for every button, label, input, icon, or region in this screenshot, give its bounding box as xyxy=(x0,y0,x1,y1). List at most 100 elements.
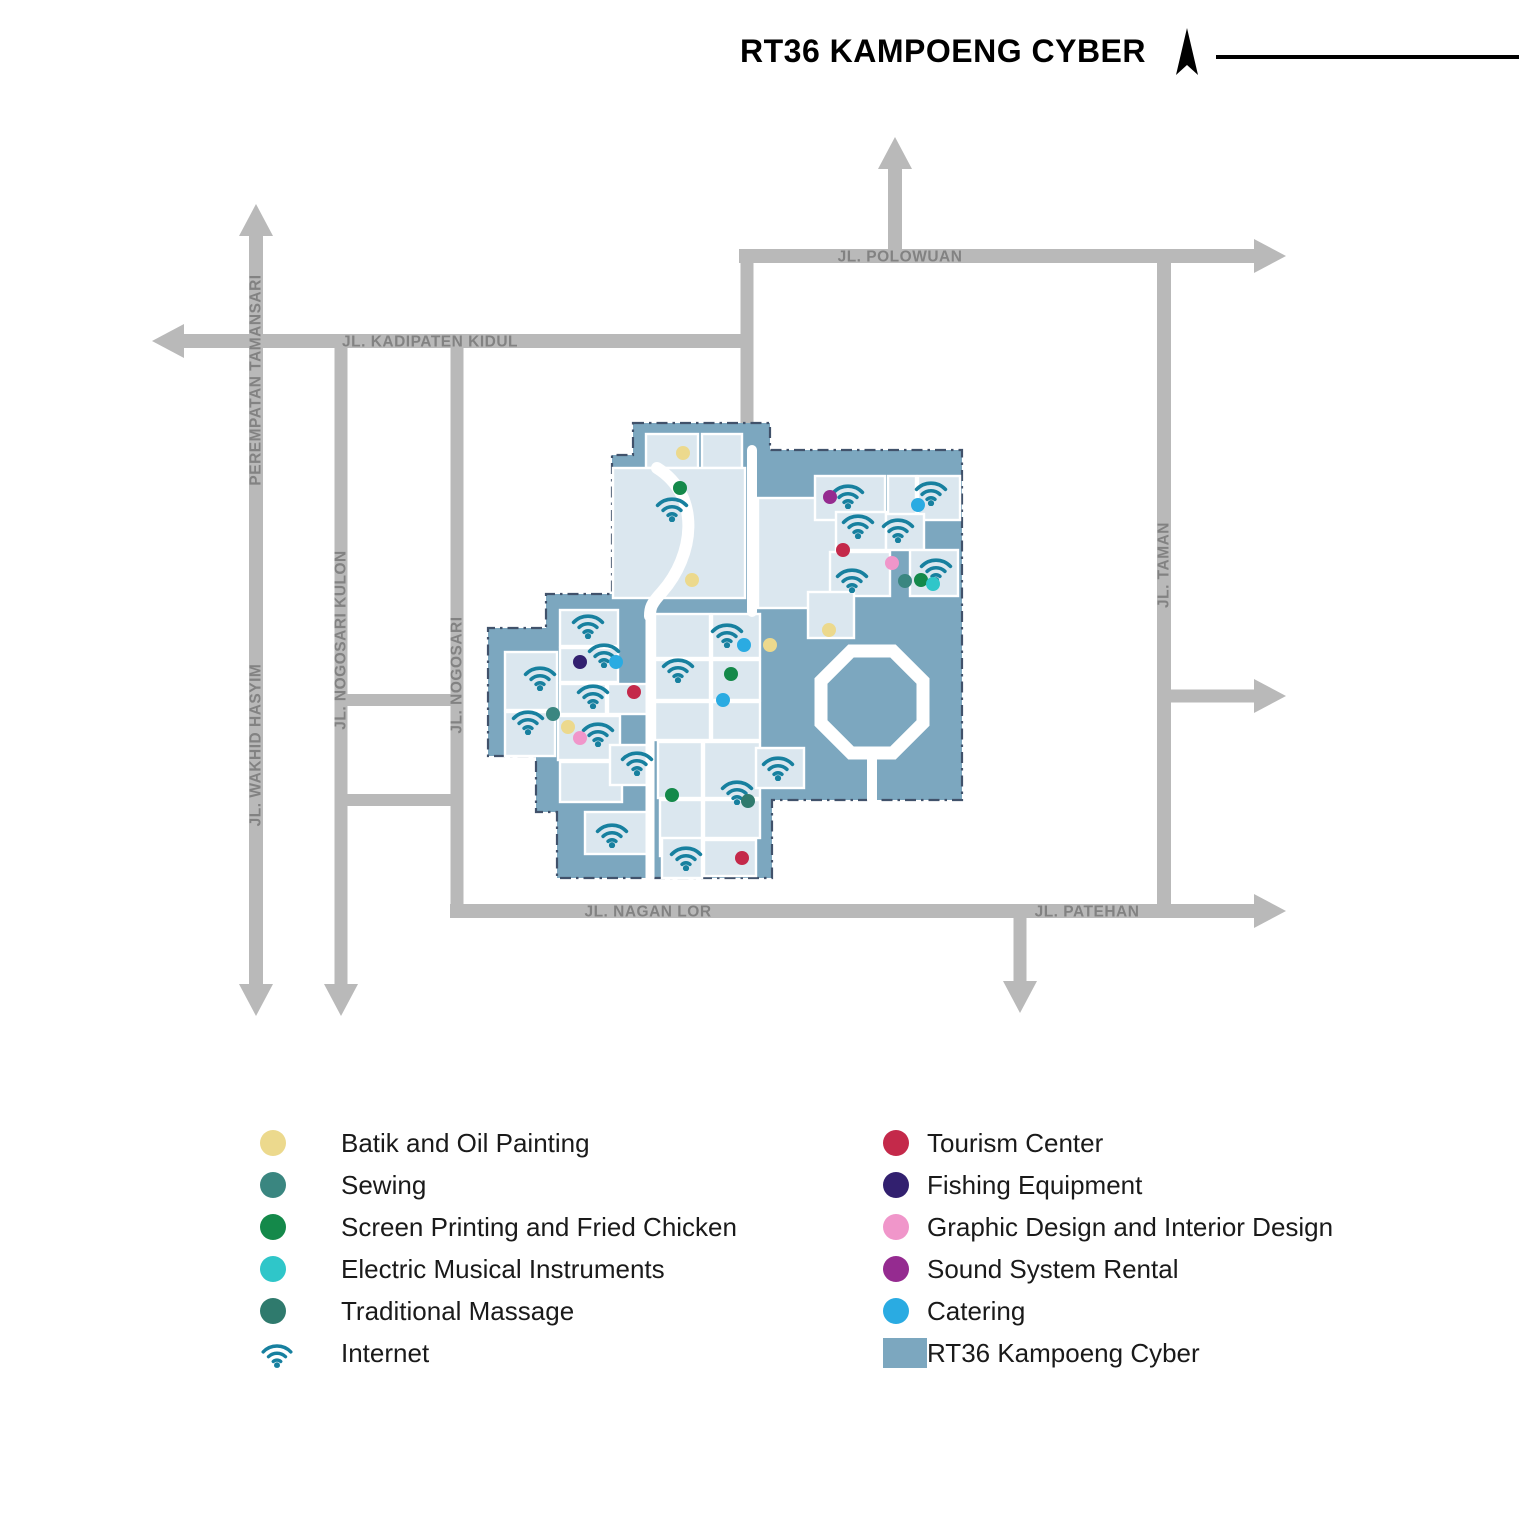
legend-item-batik: Batik and Oil Painting xyxy=(260,1122,737,1164)
building xyxy=(754,746,806,790)
pond-ring xyxy=(814,644,930,760)
dot-marker-screen_printing xyxy=(724,667,738,681)
road-label: JL. PATEHAN xyxy=(1035,904,1140,921)
legend-item-sewing: Sewing xyxy=(260,1164,737,1206)
building xyxy=(908,548,960,598)
legend-dot-sound_system xyxy=(883,1256,909,1282)
legend-item-sound_system: Sound System Rental xyxy=(883,1248,1333,1290)
dot-marker-batik xyxy=(763,638,777,652)
dot-marker-catering xyxy=(737,638,751,652)
dot-marker-massage xyxy=(741,794,755,808)
building xyxy=(653,612,712,660)
road-arrow-up xyxy=(878,137,912,169)
legend-label-electric_music: Electric Musical Instruments xyxy=(341,1253,665,1284)
road-label: JL. KADIPATEN KIDUL xyxy=(342,334,518,351)
legend-dot-fishing xyxy=(883,1172,909,1198)
legend-swatch-wrap xyxy=(883,1172,927,1198)
building xyxy=(656,740,704,800)
legend-swatch-wrap xyxy=(883,1214,927,1240)
legend-label-internet: Internet xyxy=(341,1337,430,1368)
road-label: JL. NOGOSARI KULON xyxy=(333,550,350,730)
road-arrow-right xyxy=(1254,894,1286,928)
road-label: JL. NAGAN LOR xyxy=(584,904,711,921)
dot-marker-screen_printing xyxy=(673,481,687,495)
legend-label-batik: Batik and Oil Painting xyxy=(341,1127,590,1158)
dot-marker-catering xyxy=(911,498,925,512)
building xyxy=(653,700,712,742)
title-rule xyxy=(1216,55,1519,59)
legend-label-catering: Catering xyxy=(927,1295,1026,1326)
road-label: JL. POLOWUAN xyxy=(838,249,963,266)
dot-marker-tourism xyxy=(836,543,850,557)
legend-dot-tourism xyxy=(883,1130,909,1156)
legend-item-electric_music: Electric Musical Instruments xyxy=(260,1248,737,1290)
dot-marker-electric_music xyxy=(926,577,940,591)
legend-label-fishing: Fishing Equipment xyxy=(927,1169,1143,1200)
dot-marker-catering xyxy=(716,693,730,707)
legend-item-region: RT36 Kampoeng Cyber xyxy=(883,1332,1333,1374)
north-arrow-icon xyxy=(1176,28,1198,75)
road-arrow-left xyxy=(152,324,184,358)
page-title: RT36 KAMPOENG CYBER xyxy=(740,33,1146,69)
legend-dot-graphic_design xyxy=(883,1214,909,1240)
legend-item-graphic_design: Graphic Design and Interior Design xyxy=(883,1206,1333,1248)
legend-item-screen_printing: Screen Printing and Fried Chicken xyxy=(260,1206,737,1248)
legend-square-region xyxy=(883,1338,927,1368)
legend-item-internet: Internet xyxy=(260,1332,737,1374)
legend-item-catering: Catering xyxy=(883,1290,1333,1332)
building xyxy=(710,658,762,702)
legend-dot-massage xyxy=(260,1298,286,1324)
legend-dot-sewing xyxy=(260,1172,286,1198)
legend-label-sound_system: Sound System Rental xyxy=(927,1253,1179,1284)
dot-marker-graphic_design xyxy=(885,556,899,570)
legend-dot-batik xyxy=(260,1130,286,1156)
building xyxy=(700,432,744,470)
dot-marker-graphic_design xyxy=(573,731,587,745)
legend-swatch-wrap xyxy=(260,1214,341,1240)
road-labels-layer: PEREMPATAN TAMANSARI JL. WAKHID HASYIM JL.… xyxy=(248,249,1173,921)
road-arrow-right xyxy=(1254,679,1286,713)
dot-marker-screen_printing xyxy=(914,573,928,587)
legend-swatch-wrap xyxy=(883,1298,927,1324)
legend-label-massage: Traditional Massage xyxy=(341,1295,575,1326)
road-label: PEREMPATAN TAMANSARI xyxy=(248,274,265,485)
dot-marker-fishing xyxy=(573,655,587,669)
legend-item-massage: Traditional Massage xyxy=(260,1290,737,1332)
dot-marker-tourism xyxy=(735,851,749,865)
roads-layer xyxy=(152,137,1286,1016)
building xyxy=(644,432,700,470)
legend-swatch-wrap xyxy=(260,1298,341,1324)
dot-marker-tourism xyxy=(627,685,641,699)
legend-swatch-wrap xyxy=(260,1256,341,1282)
road-label: JL. NOGOSARI xyxy=(449,616,466,733)
legend-label-screen_printing: Screen Printing and Fried Chicken xyxy=(341,1211,737,1242)
legend-dot-catering xyxy=(883,1298,909,1324)
legend-item-tourism: Tourism Center xyxy=(883,1122,1333,1164)
legend-swatch-wrap xyxy=(883,1256,927,1282)
legend-label-graphic_design: Graphic Design and Interior Design xyxy=(927,1211,1334,1242)
legend-item-fishing: Fishing Equipment xyxy=(883,1164,1333,1206)
road-arrow-down xyxy=(239,984,273,1016)
markers-layer xyxy=(511,446,953,871)
legend-swatch-wrap xyxy=(883,1338,927,1368)
legend-label-tourism: Tourism Center xyxy=(927,1127,1104,1158)
building xyxy=(702,838,758,878)
north-arrow-shape xyxy=(1176,28,1198,75)
legend-label-sewing: Sewing xyxy=(341,1169,427,1200)
dot-marker-batik xyxy=(676,446,690,460)
dot-marker-screen_printing xyxy=(665,788,679,802)
legend-swatch-wrap xyxy=(260,1130,341,1156)
road-arrow-down xyxy=(1003,981,1037,1013)
building xyxy=(710,700,762,742)
road-arrow-up xyxy=(239,204,273,236)
road-label: JL. TAMAN xyxy=(1156,522,1173,608)
dot-marker-catering xyxy=(609,655,623,669)
legend-label-region: RT36 Kampoeng Cyber xyxy=(927,1337,1200,1368)
road-label: JL. WAKHID HASYIM xyxy=(248,664,265,827)
legend-dot-electric_music xyxy=(260,1256,286,1282)
